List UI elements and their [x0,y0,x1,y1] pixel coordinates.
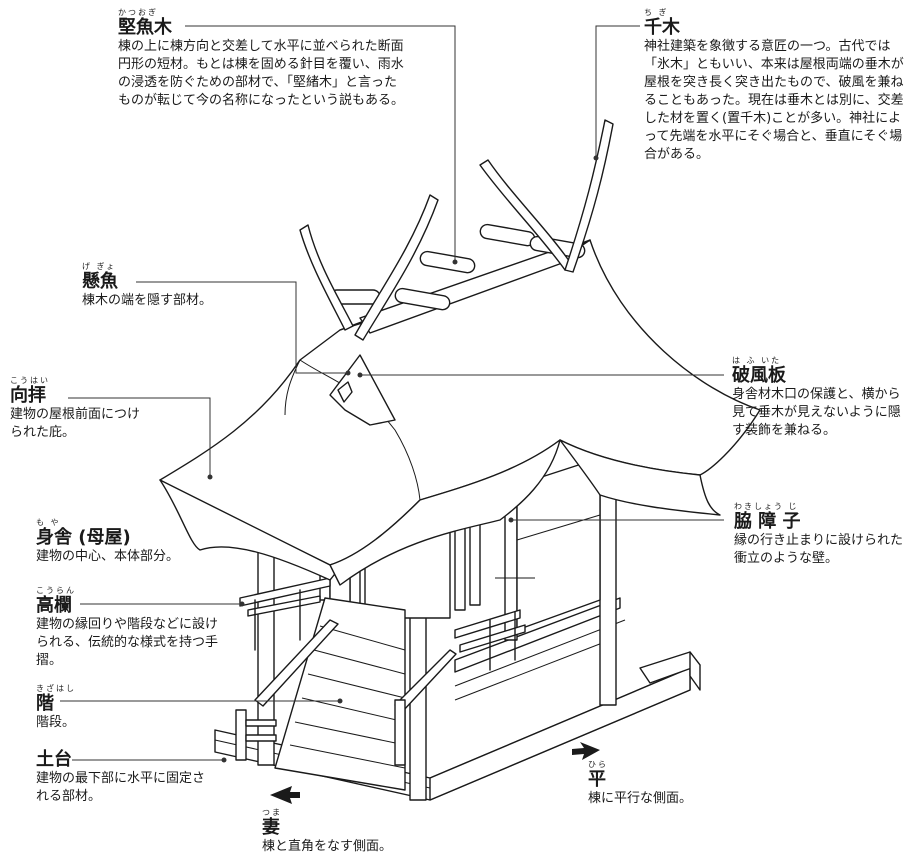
dodai-term: 土台 [36,749,72,770]
label-gegyo: げ ぎょ 懸魚 棟木の端を隠す部材。 [82,262,282,310]
label-chigi: ち ぎ 千木 神社建築を象徴する意匠の一つ。古代では「氷木」ともいい、本来は屋根… [644,8,906,164]
kouhai-term: 向拝 [10,385,46,406]
tsuma-ruby: つま [262,808,282,817]
label-dodai: 土台 建物の最下部に水平に固定される部材。 [36,749,211,806]
hafuita-term: 破風板 [732,365,786,386]
kizahashi-stairs [235,597,457,791]
kouhai-ruby: こうはい [10,376,50,385]
floor-beams [454,597,626,701]
moya-ruby: も や [36,518,61,527]
direction-arrows [270,742,600,804]
kouran-term: 高欄 [36,595,72,616]
moya-desc: 建物の中心、本体部分。 [36,549,180,564]
katsuogi-term: 堅魚木 [118,17,172,38]
dodai-desc: 建物の最下部に水平に固定される部材。 [36,771,206,804]
label-tsuma: つま 妻 棟と直角をなす側面。 [262,808,462,856]
hira-term: 平 [588,769,606,790]
chigi-ruby: ち ぎ [644,8,669,17]
gegyo-term: 懸魚 [82,271,118,292]
chigi-crossed-finials [299,119,614,341]
hafuita-desc: 身舎材木口の保護と、横から見て垂木が見えないように隠す装飾を兼ねる。 [732,387,901,438]
roof [159,239,761,586]
kouran-desc: 建物の縁回りや階段などに設けられる、伝統的な様式を持つ手摺。 [36,617,219,668]
label-kizahashi: きざはし 階 階段。 [36,684,156,732]
kouhai-desc: 建物の屋根前面につけられた庇。 [10,407,141,440]
wakishouji-term: 脇 障 子 [734,511,801,532]
tsuma-desc: 棟と直角をなす側面。 [262,839,393,854]
tsuma-arrow [270,786,300,804]
katsuogi-ruby: かつおぎ [118,8,158,17]
label-moya: も や 身舎 (母屋) 建物の中心、本体部分。 [36,518,216,566]
label-hafuita: は ふ いた 破風板 身舎材木口の保護と、横から見て垂木が見えないように隠す装飾… [732,356,907,440]
kizahashi-term: 階 [36,693,54,714]
moya-term: 身舎 (母屋) [36,527,131,548]
katsuogi-desc: 棟の上に棟方向と交差して水平に並べられた断面円形の短材。もとは棟を固める針目を覆… [118,39,405,108]
hira-desc: 棟に平行な側面。 [588,791,693,806]
kouran-ruby: こうらん [36,586,76,595]
chigi-term: 千木 [644,17,680,38]
wakishouji-ruby: わきしょう じ [734,502,799,511]
leader-lines [60,25,724,763]
label-kouran: こうらん 高欄 建物の縁回りや階段などに設けられる、伝統的な様式を持つ手摺。 [36,586,226,670]
label-katsuogi: かつおぎ 堅魚木 棟の上に棟方向と交差して水平に並べられた断面円形の短材。もとは… [118,8,418,110]
chigi-desc: 神社建築を象徴する意匠の一つ。古代では「氷木」ともいい、本来は屋根両端の垂木が屋… [644,39,904,162]
gegyo-desc: 棟木の端を隠す部材。 [82,293,213,308]
gegyo-ruby: げ ぎょ [82,262,117,271]
kizahashi-ruby: きざはし [36,684,76,693]
label-wakishouji: わきしょう じ 脇 障 子 縁の行き止まりに設けられた衝立のような壁。 [734,502,904,568]
hira-ruby: ひら [588,760,608,769]
hira-arrow [572,742,600,760]
wakishouji-desc: 縁の行き止まりに設けられた衝立のような壁。 [734,533,904,566]
label-hira: ひら 平 棟に平行な側面。 [588,760,748,808]
label-kouhai: こうはい 向拝 建物の屋根前面につけられた庇。 [10,376,160,442]
tsuma-term: 妻 [262,817,280,838]
kizahashi-desc: 階段。 [36,715,76,730]
hafuita-ruby: は ふ いた [732,356,782,365]
